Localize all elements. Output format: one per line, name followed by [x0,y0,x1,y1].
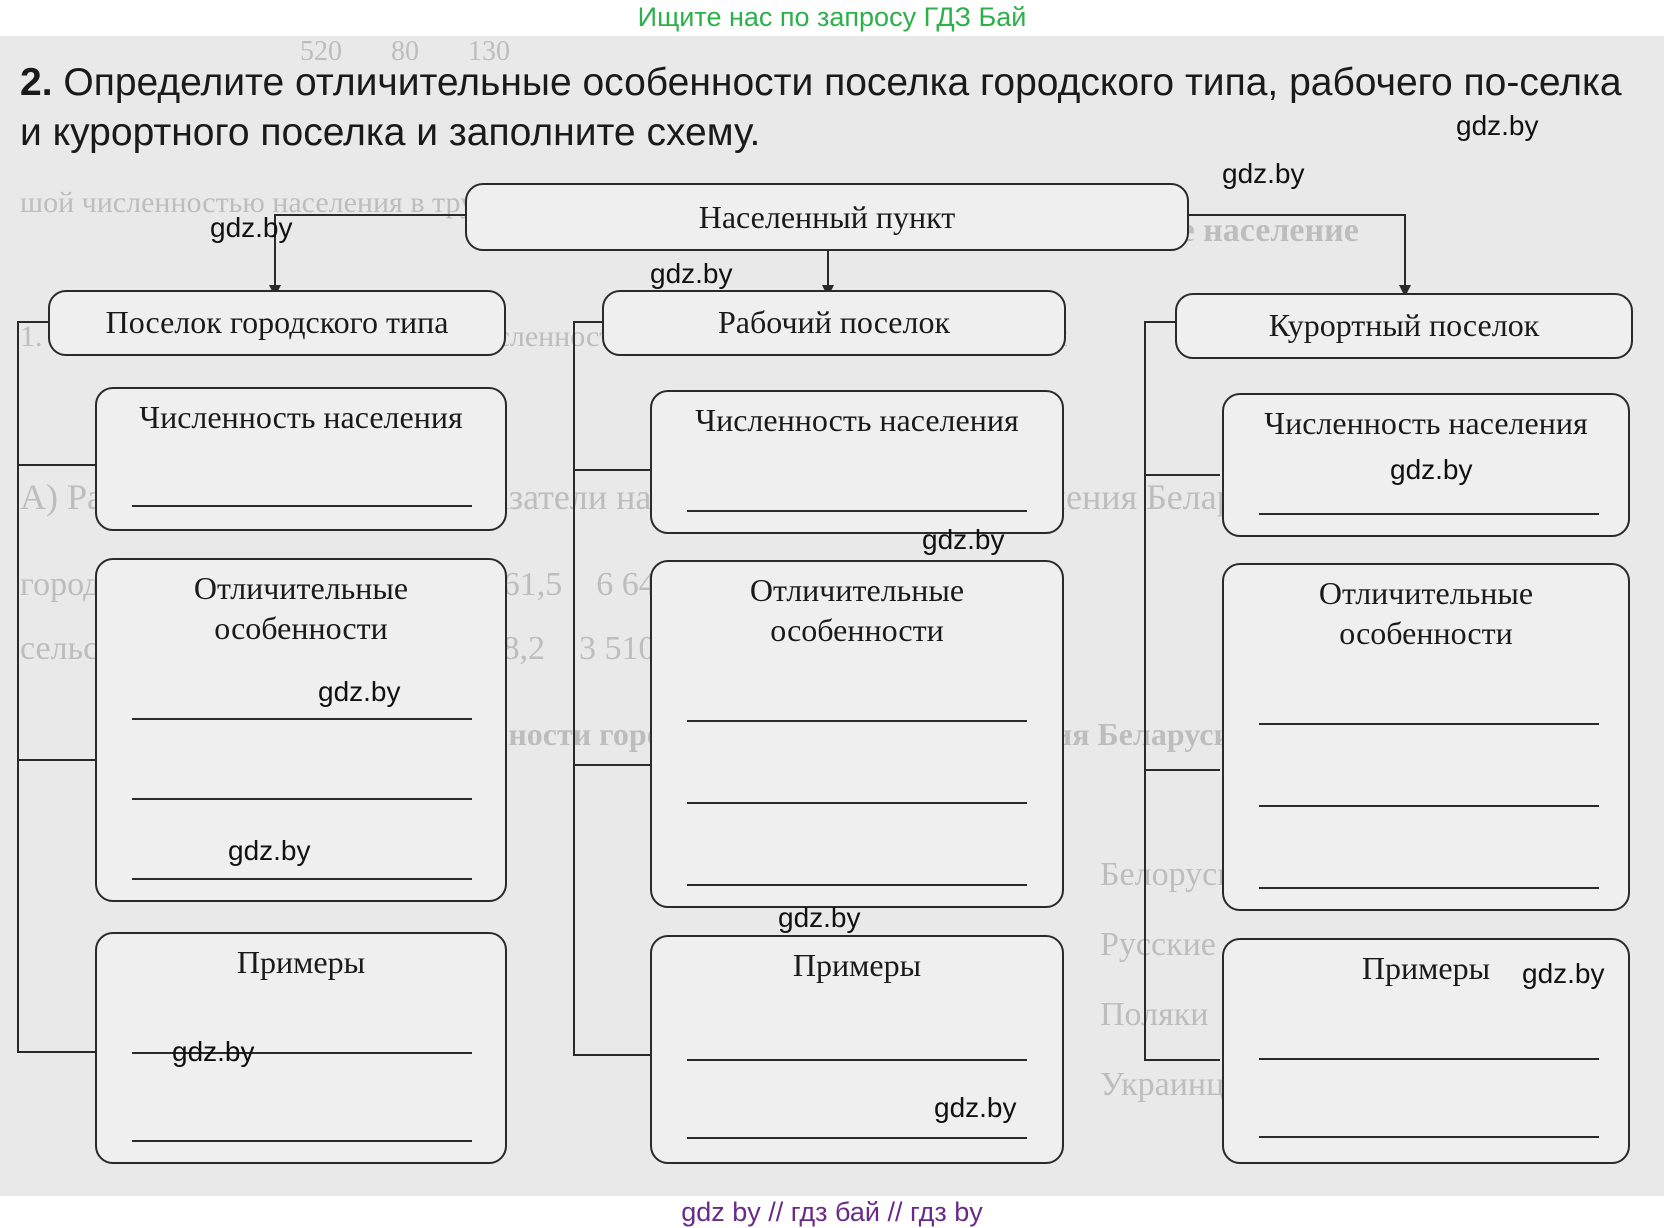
answer-line [687,1059,1027,1061]
answer-line [687,884,1027,886]
watermark: gdz.by [934,1092,1017,1123]
column-title-label: Рабочий поселок [717,304,951,340]
answer-line [687,720,1027,722]
root-label: Населенный пункт [698,199,956,235]
population-box-3: Численность населения [1222,393,1630,537]
watermark: gdz.by [778,902,861,933]
population-label: Численность населения [139,399,463,435]
answer-line [1259,513,1599,515]
column-title-box-3: Курортный поселок [1175,293,1633,359]
answer-line [1259,887,1599,889]
column-title-box-2: Рабочий поселок [602,290,1066,356]
population-label: Численность населения [695,402,1019,438]
examples-label: Примеры [792,947,922,983]
watermark: gdz.by [650,258,733,289]
features-label: Отличительные особенности [193,570,409,646]
column-title-box-1: Поселок городского типа [48,290,506,356]
search-banner: Ищите нас по запросу ГДЗ Бай [637,2,1027,32]
answer-line [1259,723,1599,725]
examples-box-1: Примеры [95,932,507,1164]
answer-line [132,878,472,880]
answer-line [1259,1136,1599,1138]
answer-line [687,1137,1027,1139]
examples-box-2: Примеры [650,935,1064,1164]
features-box-2: Отличительные особенности [650,560,1064,908]
task-number: 2. [20,61,53,104]
task-text: Определите отличительные особенности пос… [20,61,1622,154]
watermark: gdz.by [228,835,311,866]
watermark: gdz.by [172,1036,255,1067]
watermark: gdz.by [922,524,1005,555]
features-box-1: Отличительные особенности [95,558,507,902]
column-title-label: Курортный поселок [1268,307,1540,343]
watermark: gdz.by [1522,958,1605,989]
watermark: gdz.by [1222,158,1305,189]
answer-line [687,510,1027,512]
answer-line [132,505,472,507]
features-box-3: Отличительные особенности [1222,563,1630,911]
examples-box-3: Примеры [1222,938,1630,1164]
population-label: Численность населения [1264,405,1588,441]
answer-line [1259,1058,1599,1060]
features-label: Отличительные особенности [749,572,965,648]
population-box-2: Численность населения [650,390,1064,534]
watermark: gdz.by [1390,454,1473,485]
population-box-1: Численность населения [95,387,507,531]
watermark: gdz.by [210,212,293,243]
column-title-label: Поселок городского типа [105,304,449,340]
root-box: Населенный пункт [465,183,1189,251]
footer-banner: gdz by // гдз бай // гдз by [0,1196,1664,1228]
features-label: Отличительные особенности [1318,575,1534,651]
answer-line [1259,805,1599,807]
task-statement: 2. Определите отличительные особенности … [20,58,1630,158]
watermark: gdz.by [318,676,401,707]
answer-line [132,798,472,800]
answer-line [132,1140,472,1142]
watermark: gdz.by [1456,110,1539,141]
answer-line [687,802,1027,804]
examples-label: Примеры [236,944,366,980]
answer-line [132,718,472,720]
answer-line [132,1052,472,1054]
examples-label: Примеры [1361,950,1491,986]
